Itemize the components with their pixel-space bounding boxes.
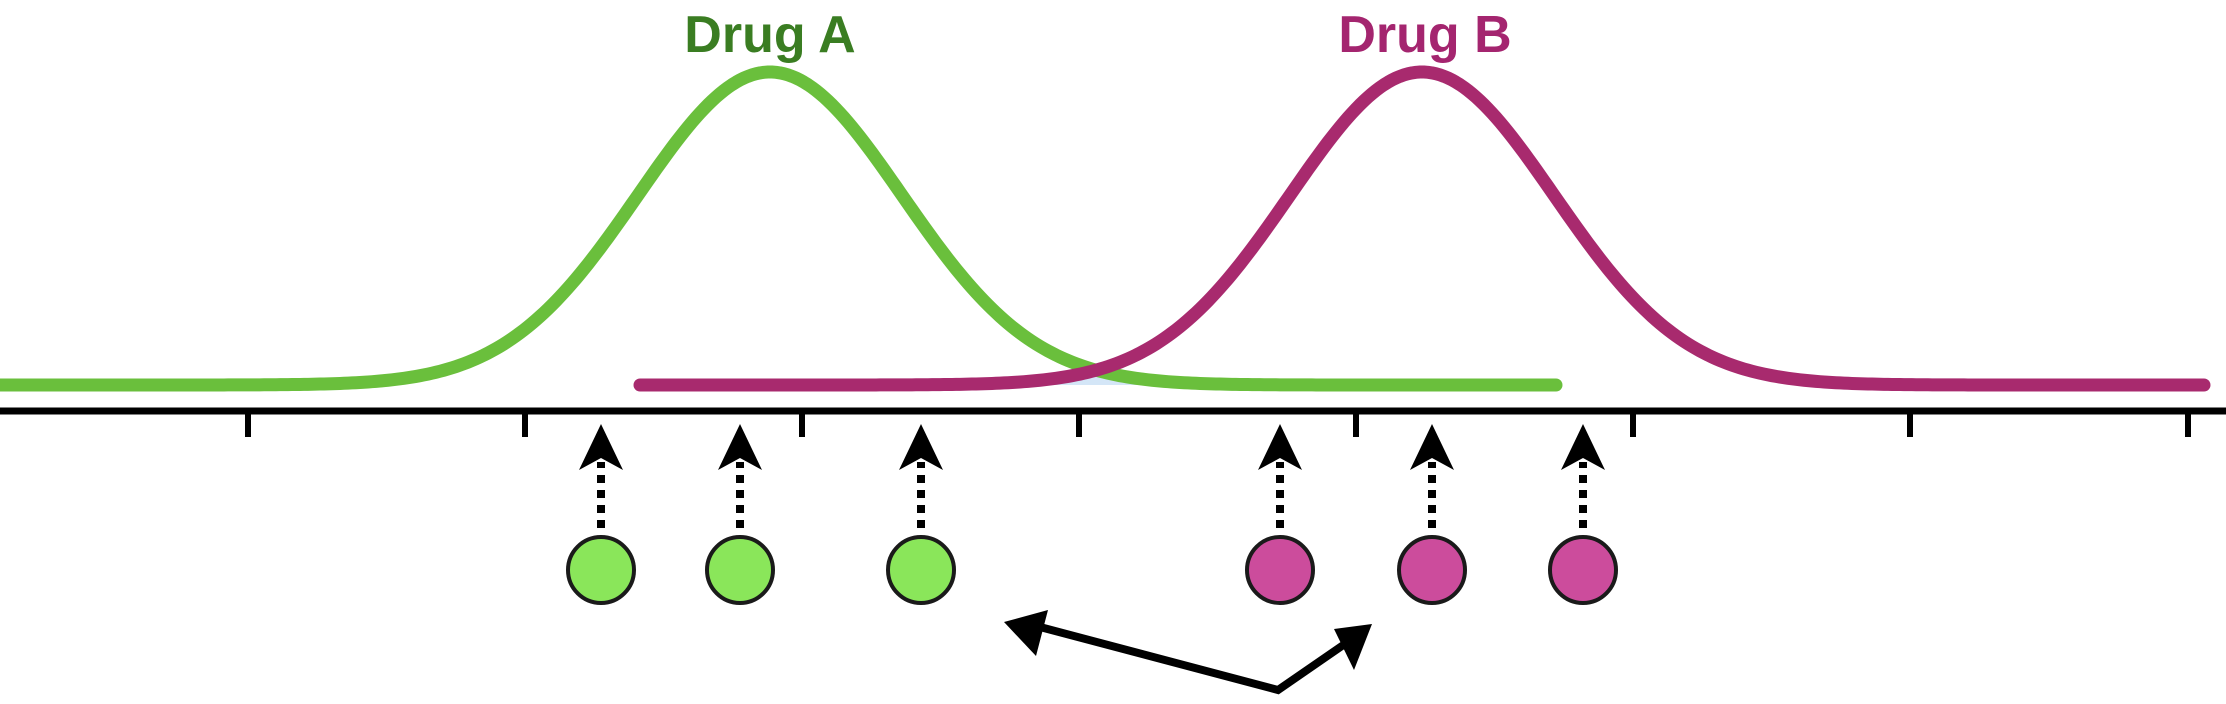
drug-a-curve <box>0 65 1563 392</box>
arrow-up-icon <box>1258 424 1302 470</box>
sample-circle <box>1397 535 1467 605</box>
comparison-arrow-head-right <box>1334 624 1372 670</box>
sample-circle <box>886 535 956 605</box>
arrow-up-icon <box>899 424 943 470</box>
drug-a-sample-2 <box>705 424 775 605</box>
comparison-arrow <box>1004 610 1372 695</box>
drug-a-sample-3 <box>886 424 956 605</box>
drug-b-curve <box>633 65 2211 392</box>
sample-circle <box>566 535 636 605</box>
arrow-up-icon <box>718 424 762 470</box>
drug-b-sample-3 <box>1548 424 1618 605</box>
comparison-arrow-line <box>1038 623 1355 695</box>
drug-a-label: Drug A <box>684 6 855 64</box>
sample-circle <box>1245 535 1315 605</box>
drug-b-label: Drug B <box>1338 6 1511 64</box>
arrow-up-icon <box>579 424 623 470</box>
comparison-arrow-head-left <box>1004 610 1048 656</box>
drug-b-sample-1 <box>1245 424 1315 605</box>
sample-points <box>566 424 1618 605</box>
drug-b-sample-2 <box>1397 424 1467 605</box>
arrow-up-icon <box>1410 424 1454 470</box>
sample-circle <box>705 535 775 605</box>
drug-a-sample-1 <box>566 424 636 605</box>
axis-ticks <box>245 411 2191 437</box>
arrow-up-icon <box>1561 424 1605 470</box>
sample-circle <box>1548 535 1618 605</box>
